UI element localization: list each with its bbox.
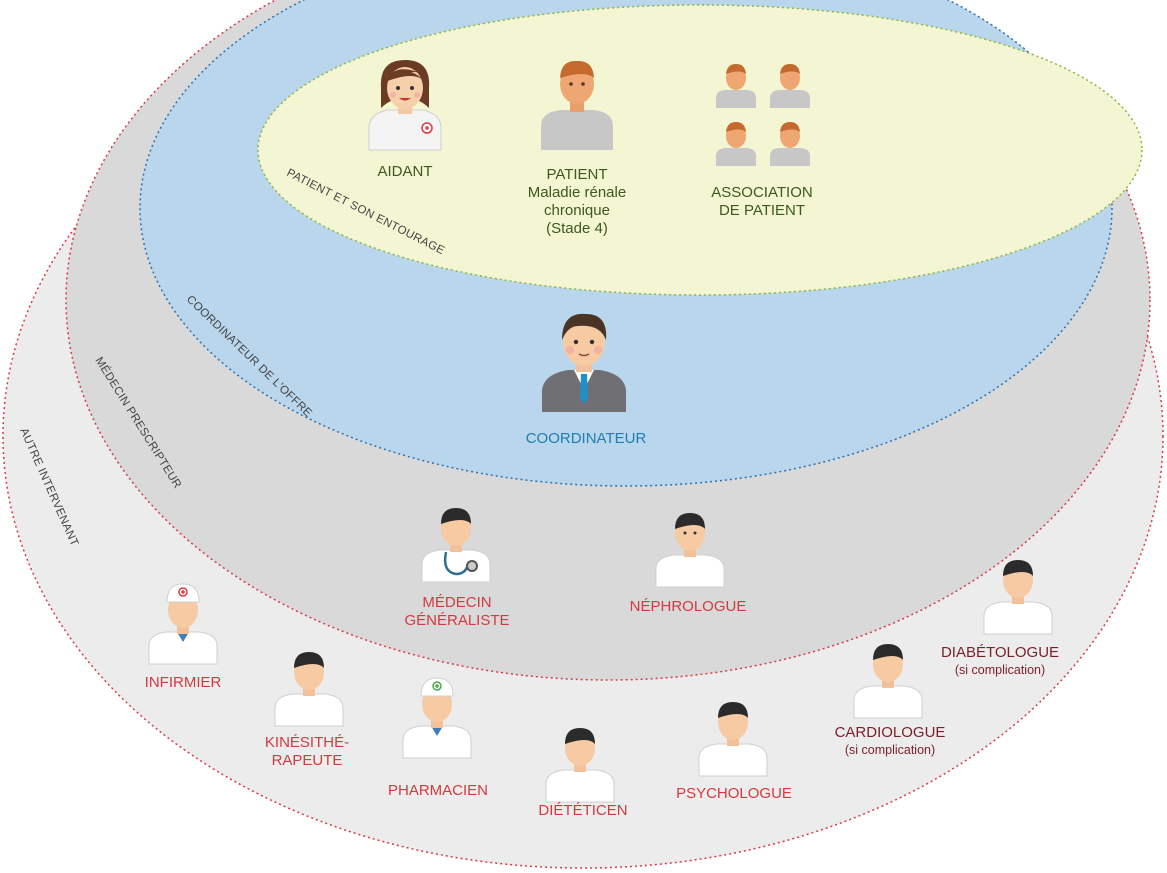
aidant-icon	[368, 60, 442, 151]
kinesitherapeute-icon	[274, 652, 344, 727]
cardiologue-label-title: CARDIOLOGUE	[834, 724, 946, 741]
pharmacien-label: PHARMACIEN	[387, 782, 489, 799]
ring-patient	[257, 4, 1143, 296]
cardiologue-icon	[853, 644, 923, 719]
kine-label-l1: KINÉSITHÉ-	[264, 734, 350, 751]
diabetologue-label: DIABÉTOLOGUE (si complication)	[941, 644, 1059, 678]
aidant-label: AIDANT	[377, 163, 433, 180]
medecin-label-l1: MÉDECIN	[422, 594, 492, 611]
nephrologue-label: NÉPHROLOGUE	[629, 598, 747, 615]
medecin-label-l2: GÉNÉRALISTE	[404, 612, 510, 629]
association-label-l2: DE PATIENT	[718, 202, 806, 219]
patient-label-l2: Maladie rénale	[527, 184, 627, 201]
coordinateur-label: COORDINATEUR	[525, 430, 647, 447]
patient-icon	[541, 60, 613, 150]
infirmier-label: INFIRMIER	[144, 674, 222, 691]
patient-label-l3: chronique	[544, 202, 610, 219]
kinesitherapeute-label: KINÉSITHÉ- RAPEUTE	[265, 734, 349, 770]
dieteticien-icon	[545, 728, 615, 803]
psychologue-label: PSYCHOLOGUE	[676, 785, 792, 802]
medecin-generaliste-label: MÉDECIN GÉNÉRALISTE	[404, 594, 509, 630]
patient-label-l4: (Stade 4)	[546, 220, 608, 237]
association-label: ASSOCIATION DE PATIENT	[711, 184, 812, 220]
nephrologue-icon	[655, 513, 725, 588]
association-label-l1: ASSOCIATION	[711, 184, 813, 201]
kine-label-l2: RAPEUTE	[271, 752, 343, 769]
cardiologue-label: CARDIOLOGUE (si complication)	[835, 724, 946, 758]
diabetologue-label-title: DIABÉTOLOGUE	[940, 644, 1060, 661]
psychologue-icon	[698, 702, 768, 777]
diabetologue-icon	[983, 560, 1053, 635]
medecin-generaliste-icon	[421, 508, 491, 583]
association-icon	[716, 64, 810, 166]
dieteticien-label: DIÉTÉTICEN	[538, 802, 628, 819]
coordinateur-icon	[542, 313, 626, 412]
infirmier-icon	[148, 583, 218, 665]
pharmacien-icon	[402, 677, 472, 759]
diabetologue-label-note: (si complication)	[954, 663, 1046, 677]
cardiologue-label-note: (si complication)	[844, 743, 936, 757]
patient-label: PATIENT Maladie rénale chronique (Stade …	[528, 166, 626, 238]
patient-label-title: PATIENT	[546, 166, 608, 183]
